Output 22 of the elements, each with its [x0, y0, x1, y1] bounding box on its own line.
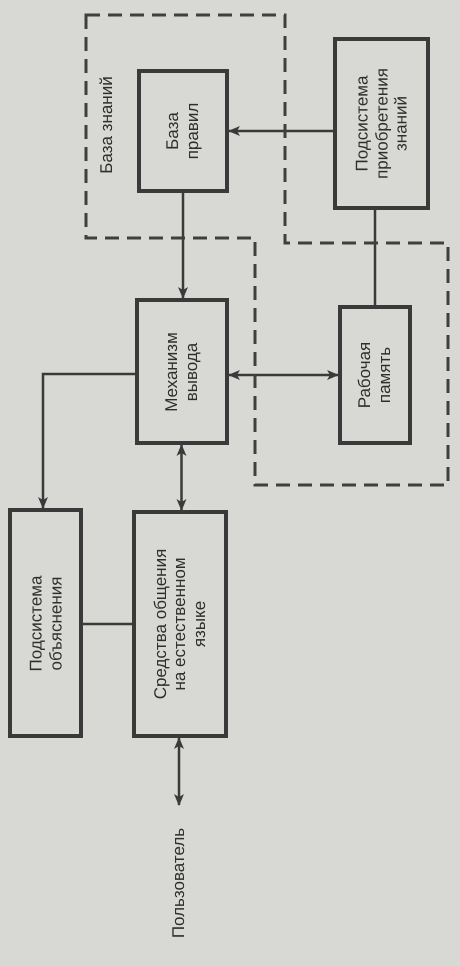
process-box	[137, 69, 229, 193]
connector-line	[83, 622, 132, 626]
box-label: Подсистема приобретения знаний	[351, 67, 412, 181]
box-label: Подсистема объяснения	[24, 574, 66, 673]
box-label: Рабочая память	[354, 340, 395, 410]
process-box	[338, 305, 412, 445]
arrow	[178, 193, 188, 299]
arrow	[228, 126, 333, 136]
group-title: База знаний	[96, 75, 118, 176]
arrow	[176, 444, 186, 511]
process-box	[132, 510, 228, 738]
process-box	[333, 37, 430, 210]
box-label: Механизм вывода	[161, 330, 202, 414]
connector-line	[374, 210, 376, 305]
process-box	[8, 508, 83, 738]
box-label: Средства общения на естественном языке	[150, 548, 210, 702]
box-label: База правил	[162, 102, 203, 162]
arrow	[228, 370, 339, 380]
process-box	[135, 298, 229, 445]
actor-label: Пользователь	[168, 826, 190, 940]
arrow	[174, 737, 184, 806]
arrow	[38, 372, 135, 509]
